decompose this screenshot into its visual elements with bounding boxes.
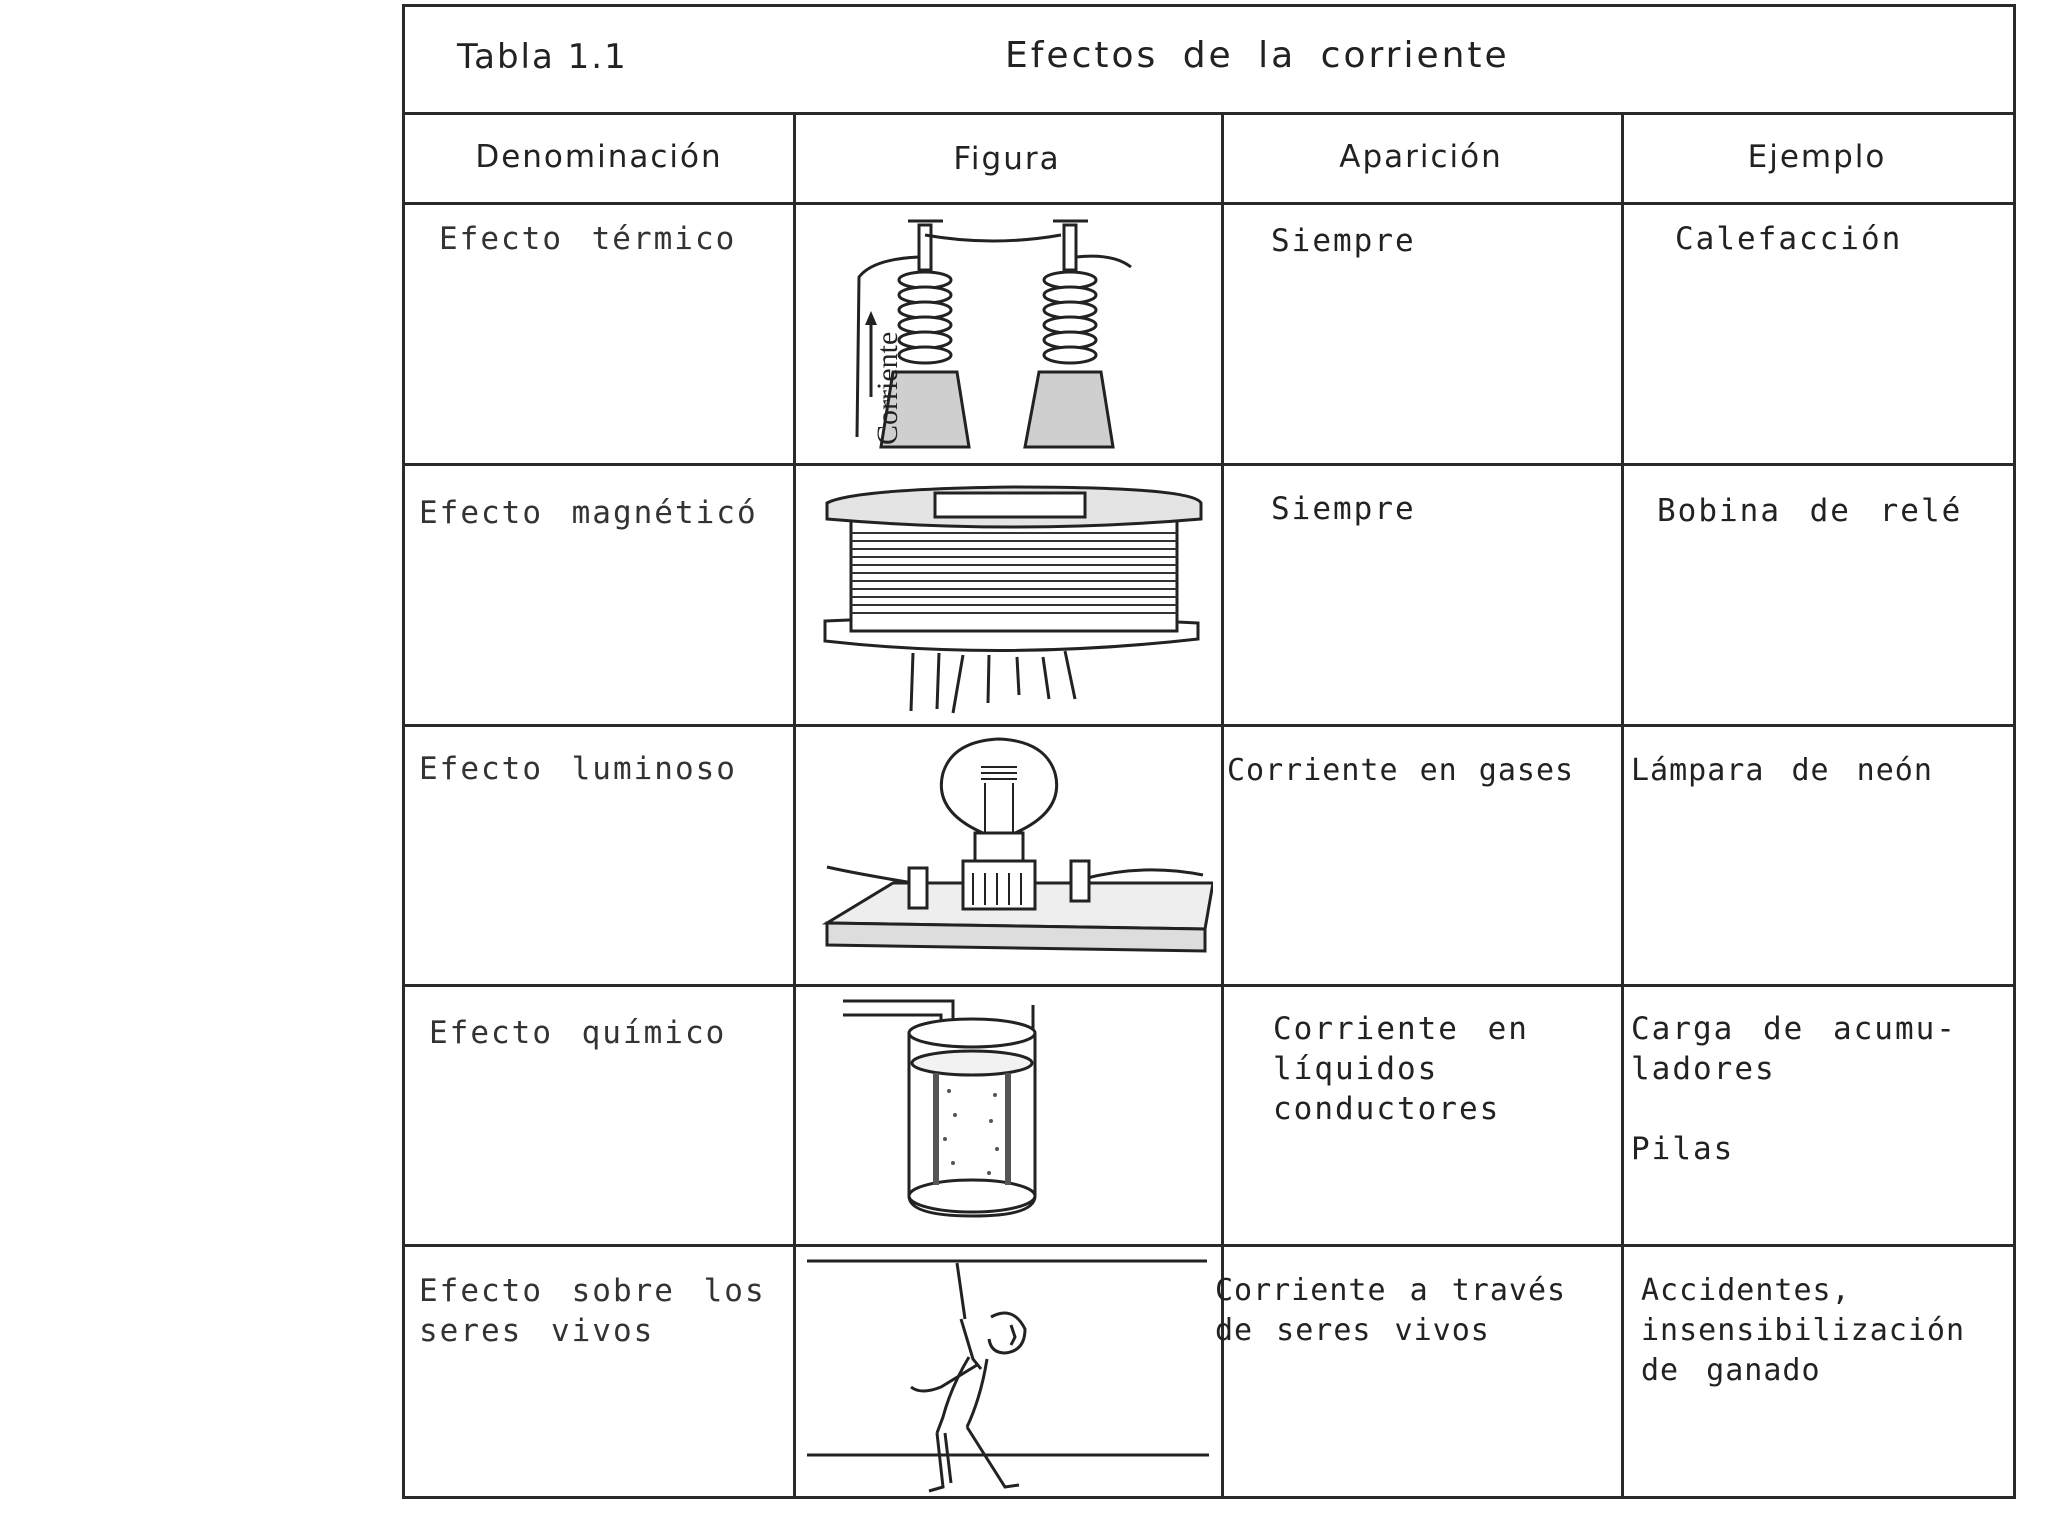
row-divider <box>405 202 2013 205</box>
table-title-row: Tabla 1.1 Efectos de la corriente <box>405 7 2013 115</box>
row-example: Calefacción <box>1675 221 1903 257</box>
header-figura: Figura <box>953 141 1061 177</box>
column-divider <box>793 115 796 1496</box>
row-appearance: Corriente en líquidos conductores <box>1273 1011 1529 1127</box>
effects-table: Tabla 1.1 Efectos de la corriente Denomi… <box>402 4 2016 1499</box>
current-label: Corriente <box>871 332 904 445</box>
row-example: Carga de acumu- ladores Pilas <box>1631 1011 1957 1167</box>
table-number: Tabla 1.1 <box>457 37 628 77</box>
arrowhead-icon <box>865 311 877 325</box>
row-example: Accidentes, insensibilización de ganado <box>1641 1273 1966 1388</box>
relay-coil-icon <box>823 485 1203 714</box>
electrolytic-cell-icon <box>843 999 1037 1218</box>
row-divider <box>405 984 2013 987</box>
row-example: Lámpara de neón <box>1631 753 1933 788</box>
column-divider <box>1221 115 1224 1496</box>
row-example: Bobina de relé <box>1657 493 1963 529</box>
electrocuted-person-icon <box>807 1259 1209 1493</box>
lamp-on-board-icon <box>821 737 1213 953</box>
row-divider <box>405 463 2013 466</box>
header-aparicion: Aparición <box>1339 139 1503 175</box>
table-title: Efectos de la corriente <box>1005 35 1510 76</box>
row-appearance: Corriente en gases <box>1227 753 1575 788</box>
row-name: Efecto químico <box>429 1015 727 1051</box>
header-ejemplo: Ejemplo <box>1747 139 1887 175</box>
row-name: Efecto magnéticó <box>419 495 758 531</box>
row-name: Efecto luminoso <box>419 751 737 787</box>
heating-wire-insulators-icon: Corriente <box>855 219 1132 449</box>
row-name: Efecto sobre los seres vivos <box>419 1273 766 1349</box>
row-divider <box>405 1244 2013 1247</box>
row-divider <box>405 724 2013 727</box>
column-divider <box>1621 115 1624 1496</box>
row-appearance: Siempre <box>1271 223 1416 259</box>
row-name: Efecto térmico <box>439 221 737 257</box>
header-denominacion: Denominación <box>475 139 723 175</box>
row-appearance: Siempre <box>1271 491 1416 527</box>
row-appearance: Corriente a través de seres vivos <box>1215 1273 1567 1348</box>
